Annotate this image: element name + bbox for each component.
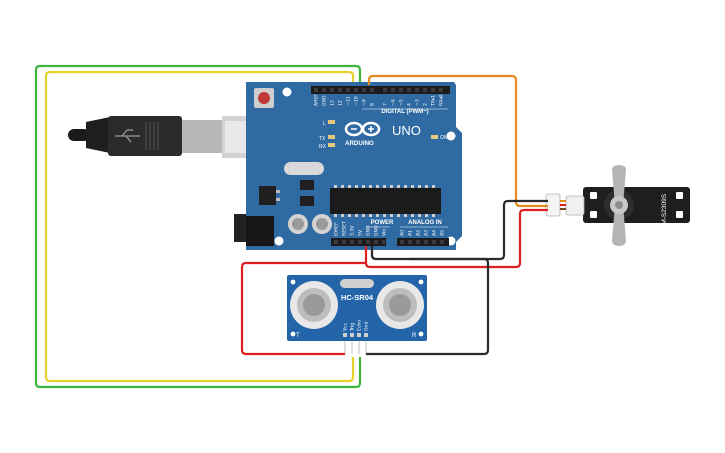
sensor-pin-label: Vcc [343, 322, 349, 331]
analog-pin-label: A4 [432, 230, 438, 236]
analog-pin-label: A3 [424, 230, 430, 236]
power-pin-label: RESET [342, 221, 348, 236]
digital-pin-label: 4 [407, 103, 413, 106]
sensor-crystal [340, 279, 374, 288]
digital-pin-label: 2 [423, 103, 429, 106]
analog-pin-label: A1 [408, 230, 414, 236]
sensor-name-label: HC-SR04 [341, 293, 374, 302]
sensor-pin-label: Gnd [364, 322, 370, 331]
digital-pin-label: ~10 [354, 96, 360, 106]
wire-red[interactable] [364, 208, 548, 269]
digital-pin-label: AREF [314, 94, 320, 106]
ultrasonic-receiver [376, 281, 424, 329]
analog-pin-label: A0 [400, 230, 406, 236]
led-on [431, 135, 438, 139]
digital-pin-label: GND [322, 95, 328, 106]
microcontroller-chip [330, 188, 441, 214]
model-label: UNO [392, 123, 421, 138]
digital-pin-label: RX◂0 [439, 94, 445, 106]
power-pin-label: GND [366, 225, 372, 236]
digital-pin-label: 8 [370, 103, 376, 106]
analog-pin-label: A5 [440, 230, 446, 236]
digital-pin-label: 7 [383, 103, 389, 106]
power-pin-label: GND [374, 225, 380, 236]
power-pin-label: Vin [382, 229, 388, 236]
analog-header [397, 238, 449, 246]
digital-pin-label: ~9 [362, 99, 368, 106]
digital-pin-label: ~3 [415, 99, 421, 106]
crystal [284, 162, 324, 175]
servo-model-label: SM-S2309S [661, 193, 668, 229]
digital-header-label: DIGITAL (PWM~) [381, 109, 428, 115]
led-tx-label: TX [319, 136, 326, 142]
servo-horn[interactable] [610, 165, 628, 246]
sensor-pins[interactable] [344, 341, 367, 354]
analog-pin-label: A2 [416, 230, 422, 236]
digital-pin-label: ~11 [346, 96, 352, 106]
digital-pin-label: TX▸1 [431, 95, 437, 107]
digital-pin-label: 12 [338, 100, 344, 106]
servo-connector[interactable] [545, 193, 561, 217]
wire-green[interactable] [34, 64, 362, 389]
digital-pin-label: ~5 [399, 99, 405, 106]
digital-header [311, 86, 450, 94]
reset-button[interactable] [254, 88, 274, 108]
led-l [328, 120, 335, 124]
power-pin-label: 3.3V [350, 225, 356, 236]
sensor-t-mark: T [296, 333, 300, 339]
wire-yellow[interactable] [44, 70, 355, 383]
analog-header-label: ANALOG IN [408, 220, 442, 226]
usb-cable [68, 116, 252, 158]
digital-pin-label: 13 [330, 100, 336, 106]
sensor-r-mark: R [412, 333, 417, 339]
capacitor [288, 214, 308, 234]
servo-motor: SM-S2309S [545, 165, 690, 246]
power-pin-label: 5V [358, 229, 364, 236]
capacitor [312, 214, 332, 234]
wire-orange[interactable] [367, 74, 548, 208]
led-tx [328, 135, 335, 139]
voltage-regulator [259, 186, 276, 205]
power-header-label: POWER [371, 220, 394, 226]
power-jack [234, 214, 246, 242]
usb-icon [115, 129, 140, 143]
arduino-logo-icon [344, 121, 381, 137]
led-rx [328, 143, 335, 147]
wire-red-sensor[interactable] [240, 261, 366, 356]
sensor-pin-label: Trig [350, 323, 356, 332]
on-label: ON [440, 135, 448, 141]
digital-pin-label: ~6 [391, 99, 397, 106]
power-pin-label: IOREF [334, 222, 340, 236]
brand-label: ARDUINO [345, 140, 374, 147]
led-rx-label: RX [319, 144, 327, 150]
sensor-pin-label: Echo [357, 320, 363, 331]
wire-black-sensor[interactable] [366, 254, 490, 356]
ultrasonic-transmitter [290, 281, 338, 329]
led-l-label: L [323, 121, 326, 127]
